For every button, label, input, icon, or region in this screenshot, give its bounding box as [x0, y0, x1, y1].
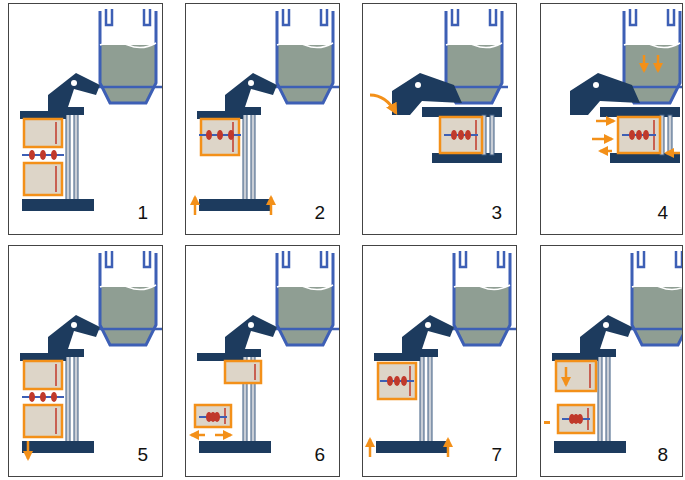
- step-illustration: [20, 9, 162, 211]
- motion-arrow: [27, 441, 30, 459]
- press-frame: [374, 315, 454, 453]
- motion-arrow: [657, 55, 660, 71]
- motion-arrow: [447, 439, 450, 457]
- motion-arrow: [666, 152, 680, 155]
- motion-arrow: [191, 434, 205, 437]
- step-illustration: [370, 251, 516, 457]
- motion-arrow: [270, 197, 273, 215]
- spindle: [444, 130, 478, 140]
- mould-box: [195, 405, 231, 427]
- motion-arrow: [215, 434, 231, 437]
- step-illustration: [20, 251, 162, 459]
- mould-box: [556, 361, 596, 391]
- step-illustration: [195, 9, 339, 215]
- press-frame: [552, 315, 632, 453]
- mould-box: [558, 405, 594, 433]
- spindle: [380, 376, 414, 386]
- mould-box: [24, 361, 62, 389]
- hopper: [271, 9, 339, 103]
- mould-box: [24, 119, 62, 147]
- mould-box: [378, 363, 416, 399]
- motion-arrow: [600, 150, 612, 153]
- spindle: [562, 414, 590, 424]
- mould-box: [618, 117, 660, 153]
- motion-arrow: [369, 439, 372, 457]
- step-panel: 4: [540, 3, 683, 235]
- step-panel: 5: [8, 245, 163, 477]
- step-number: 2: [314, 203, 325, 222]
- press-frame: [197, 73, 277, 211]
- press-frame: [570, 73, 680, 163]
- step-illustration: [570, 9, 685, 163]
- hopper: [94, 9, 162, 103]
- motion-arrow: [194, 197, 197, 215]
- step-illustration: [370, 9, 508, 163]
- step-number: 6: [314, 445, 325, 464]
- press-frame: [392, 73, 502, 163]
- spindle: [199, 130, 241, 140]
- press-frame: [20, 315, 100, 453]
- step-illustration: [191, 251, 339, 453]
- step-panel: 7: [362, 245, 517, 477]
- mould-box: [225, 361, 261, 383]
- step-number: 1: [137, 203, 148, 222]
- step-panel: 2: [185, 3, 340, 235]
- hopper: [448, 251, 516, 345]
- mould-box: [24, 163, 62, 195]
- hopper: [94, 251, 162, 345]
- motion-arrow: [643, 55, 646, 71]
- motion-arrow: [596, 120, 614, 123]
- step-number: 3: [491, 203, 502, 222]
- press-frame: [197, 315, 277, 453]
- step-number: 5: [137, 445, 148, 464]
- motion-arrow: [592, 138, 612, 141]
- spindle: [22, 392, 64, 402]
- motion-arrow: [565, 367, 568, 385]
- step-panel: 8: [540, 245, 683, 477]
- mould-box: [24, 405, 62, 437]
- mould-box: [440, 117, 482, 153]
- hopper: [271, 251, 339, 345]
- motion-mark: [544, 421, 550, 424]
- step-number: 7: [491, 445, 502, 464]
- hopper: [626, 251, 682, 345]
- step-panel: 1: [8, 3, 163, 235]
- step-illustration: [544, 251, 685, 453]
- mould-box: [201, 119, 239, 155]
- step-panel: 3: [362, 3, 517, 235]
- step-number: 4: [657, 203, 668, 222]
- spindle: [622, 130, 656, 140]
- spindle: [199, 412, 227, 422]
- spindle: [22, 150, 64, 160]
- press-frame: [20, 73, 100, 211]
- step-panel: 6: [185, 245, 340, 477]
- motion-arrow: [370, 95, 396, 113]
- step-number: 8: [657, 445, 668, 464]
